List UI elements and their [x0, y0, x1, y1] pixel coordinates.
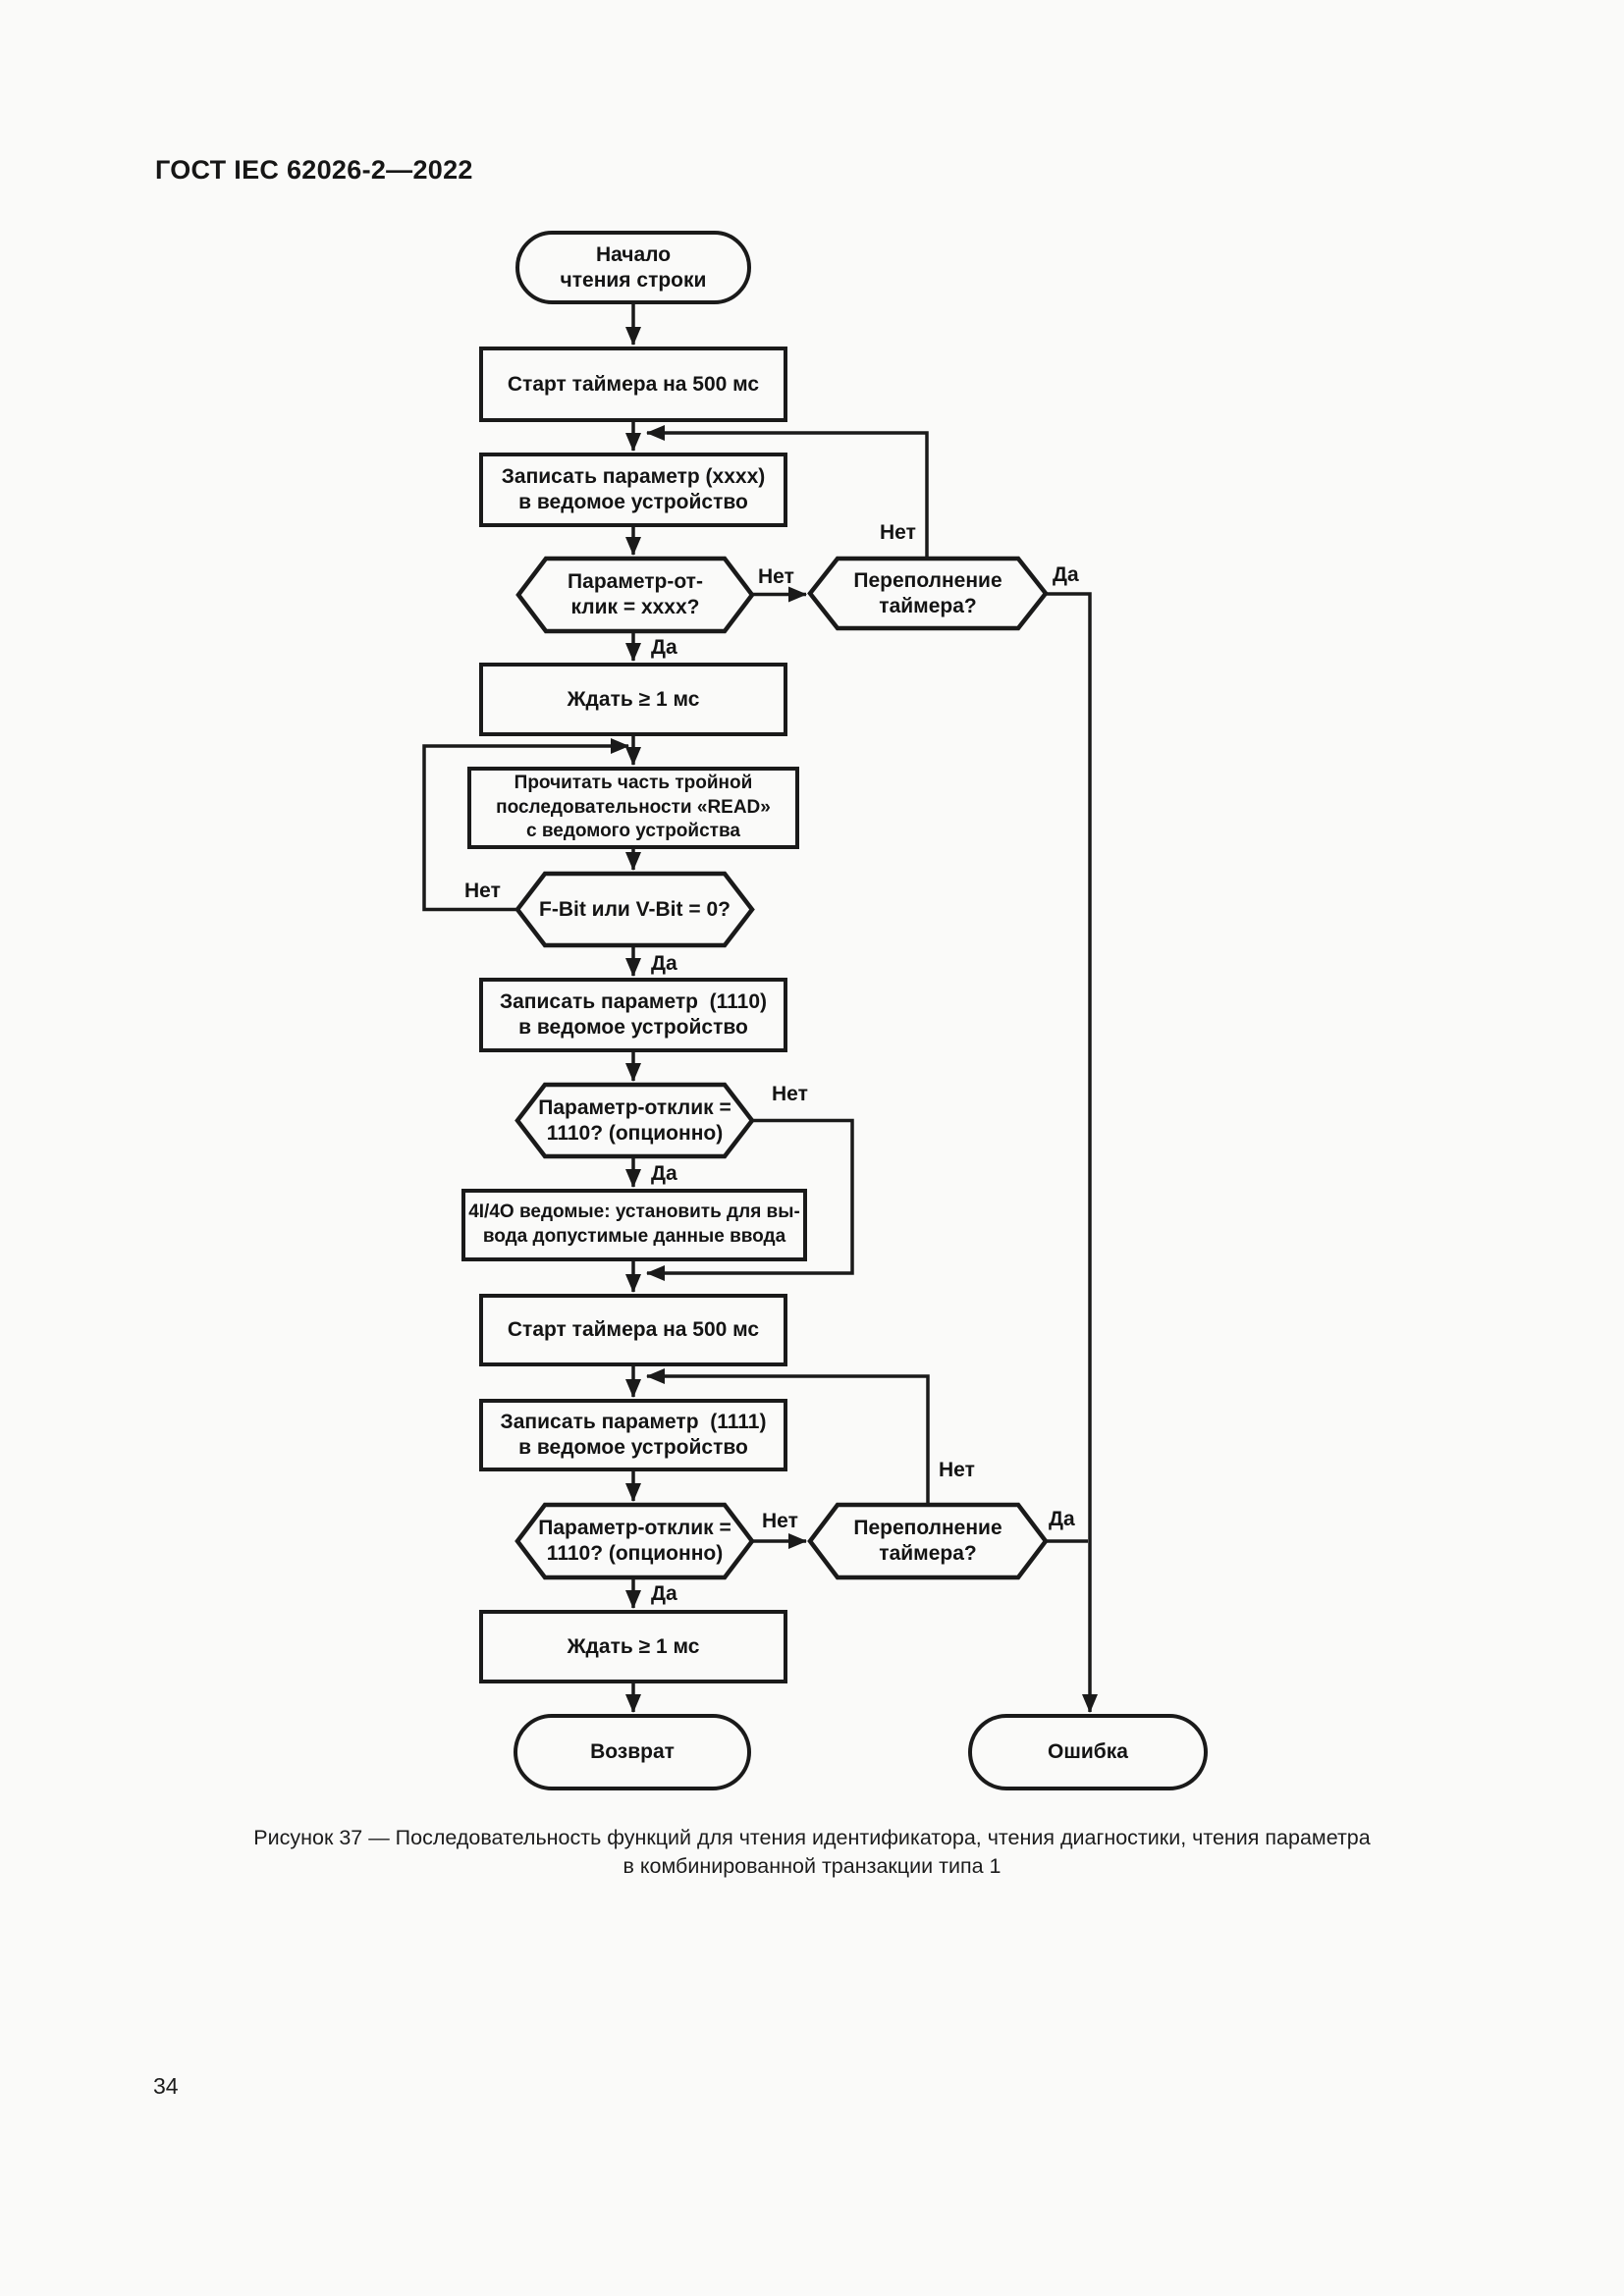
- node-wait1: Ждать ≥ 1 мс: [481, 665, 785, 734]
- wait1-process-shape: [479, 663, 787, 736]
- wait2-process-shape: [479, 1610, 787, 1683]
- node-error: Ошибка: [970, 1716, 1206, 1789]
- edge-overflow1-no-loop: [646, 425, 929, 559]
- edge-fbit-no-loop: [422, 738, 629, 912]
- node-fbit: F-Bit или V-Bit = 0?: [517, 874, 752, 945]
- edge-label-overflow1-no: Нет: [880, 521, 916, 544]
- node-return-line: Возврат: [590, 1740, 675, 1764]
- node-start-line: Начало: [595, 242, 672, 266]
- figure-caption-line1: Рисунок 37 — Последовательность функций …: [253, 1826, 1371, 1849]
- node-timer1-line: Старт таймера на 500 мс: [507, 372, 760, 396]
- write-xxxx-process-shape: [479, 453, 787, 527]
- node-write-1111: Записать параметр (1111) в ведомое устро…: [481, 1401, 785, 1469]
- node-resp-1110b-line: Параметр-отклик =: [538, 1517, 731, 1540]
- node-write-1110: Записать параметр (1110) в ведомое устро…: [481, 980, 785, 1050]
- fbit-decision-shape: [514, 871, 755, 948]
- edge-overflow2-no-loop: [646, 1368, 930, 1505]
- node-read-triple-line: Прочитать часть тройной: [514, 772, 753, 793]
- node-write-1110-line: Записать параметр (1110): [499, 990, 768, 1014]
- timer2-process-shape: [479, 1294, 787, 1366]
- edge-label-overflow1-yes: Да: [1053, 563, 1079, 586]
- node-resp-1110a-line: 1110? (опционно): [546, 1121, 724, 1145]
- node-start: Начало чтения строки: [517, 233, 749, 302]
- node-resp-xxxx-line: клик = xxxx?: [570, 596, 700, 618]
- io-slaves-process-shape: [461, 1189, 807, 1261]
- edge-label-fbit-yes: Да: [651, 952, 677, 975]
- node-resp-xxxx: Параметр-от- клик = xxxx?: [518, 559, 752, 631]
- edge-label-resp-1110a-no: Нет: [772, 1083, 808, 1105]
- node-overflow2-line: Переполнение: [853, 1517, 1002, 1540]
- node-overflow1-line: таймера?: [879, 594, 977, 617]
- flow-shapes: [461, 231, 1208, 1790]
- read-triple-process-shape: [467, 767, 799, 849]
- overflow1-decision-shape: [807, 556, 1049, 631]
- edge-label-resp-xxxx-no: Нет: [758, 565, 794, 588]
- return-terminator-shape: [514, 1714, 751, 1790]
- start-terminator-shape: [515, 231, 751, 304]
- flow-connectors: [422, 302, 1098, 1713]
- node-read-triple-line: с ведомого устройства: [526, 821, 740, 842]
- page-number: 34: [153, 2073, 179, 2099]
- node-resp-1110a-line: Параметр-отклик =: [538, 1095, 731, 1119]
- node-overflow1-line: Переполнение: [853, 568, 1002, 592]
- edge-label-overflow2-yes: Да: [1049, 1508, 1075, 1530]
- edge-label-resp-1110b-no: Нет: [762, 1510, 798, 1532]
- node-resp-1110b-line: 1110? (опционно): [546, 1542, 724, 1565]
- node-return: Возврат: [515, 1716, 749, 1789]
- node-overflow2-line: таймера?: [879, 1542, 977, 1565]
- node-resp-1110b: Параметр-отклик = 1110? (опционно): [517, 1505, 752, 1577]
- node-write-xxxx-line: в ведомое устройство: [518, 491, 748, 513]
- node-write-xxxx-line: Записать параметр (xxxx): [501, 465, 766, 489]
- node-read-triple: Прочитать часть тройной последовательнос…: [469, 769, 797, 847]
- edge-label-resp-1110b-yes: Да: [651, 1582, 677, 1605]
- figure-caption-line2: в комбинированной транзакции типа 1: [623, 1854, 1001, 1878]
- error-terminator-shape: [968, 1714, 1208, 1790]
- node-io-slaves-line: вода допустимые данные ввода: [482, 1226, 786, 1247]
- edge-label-overflow2-no: Нет: [939, 1459, 975, 1481]
- node-error-line: Ошибка: [1048, 1740, 1128, 1764]
- edge-resp-1110a-no-bypass: [646, 1118, 854, 1281]
- node-start-line: чтения строки: [560, 268, 707, 292]
- resp-1110b-decision-shape: [514, 1502, 755, 1580]
- node-resp-xxxx-line: Параметр-от-: [568, 570, 703, 594]
- resp-xxxx-decision-shape: [515, 556, 755, 634]
- overflow2-decision-shape: [807, 1502, 1049, 1580]
- node-write-1111-line: Записать параметр (1111): [500, 1411, 767, 1434]
- node-resp-1110a: Параметр-отклик = 1110? (опционно): [517, 1085, 752, 1156]
- node-read-triple-line: последовательности «READ»: [496, 796, 771, 818]
- node-wait1-line: Ждать ≥ 1 мс: [567, 687, 700, 711]
- node-overflow1: Переполнение таймера?: [810, 559, 1046, 628]
- node-fbit-line: F-Bit или V-Bit = 0?: [539, 897, 731, 921]
- node-overflow2: Переполнение таймера?: [810, 1505, 1046, 1577]
- node-write-1110-line: в ведомое устройство: [518, 1016, 748, 1039]
- node-write-xxxx: Записать параметр (xxxx) в ведомое устро…: [481, 454, 785, 525]
- node-timer1: Старт таймера на 500 мс: [481, 348, 785, 420]
- node-io-slaves-line: 4I/4O ведомые: установить для вы-: [468, 1201, 800, 1223]
- node-wait2-line: Ждать ≥ 1 мс: [567, 1634, 700, 1658]
- edge-label-resp-1110a-yes: Да: [651, 1162, 677, 1185]
- node-timer2: Старт таймера на 500 мс: [481, 1296, 785, 1364]
- node-wait2: Ждать ≥ 1 мс: [481, 1612, 785, 1682]
- node-io-slaves: 4I/4O ведомые: установить для вы- вода д…: [463, 1191, 805, 1259]
- figure-caption: Рисунок 37 — Последовательность функций …: [98, 1824, 1526, 1881]
- write-1110-process-shape: [479, 978, 787, 1052]
- timer1-process-shape: [479, 347, 787, 422]
- node-timer2-line: Старт таймера на 500 мс: [507, 1318, 760, 1342]
- node-write-1111-line: в ведомое устройство: [518, 1436, 748, 1459]
- edge-overflow1-yes-to-error: [1046, 592, 1098, 1713]
- write-1111-process-shape: [479, 1399, 787, 1471]
- resp-1110a-decision-shape: [514, 1082, 755, 1159]
- edge-label-fbit-no: Нет: [464, 880, 501, 902]
- edge-label-resp-xxxx-yes: Да: [651, 636, 677, 659]
- document-header: ГОСТ IEC 62026-2—2022: [155, 155, 473, 185]
